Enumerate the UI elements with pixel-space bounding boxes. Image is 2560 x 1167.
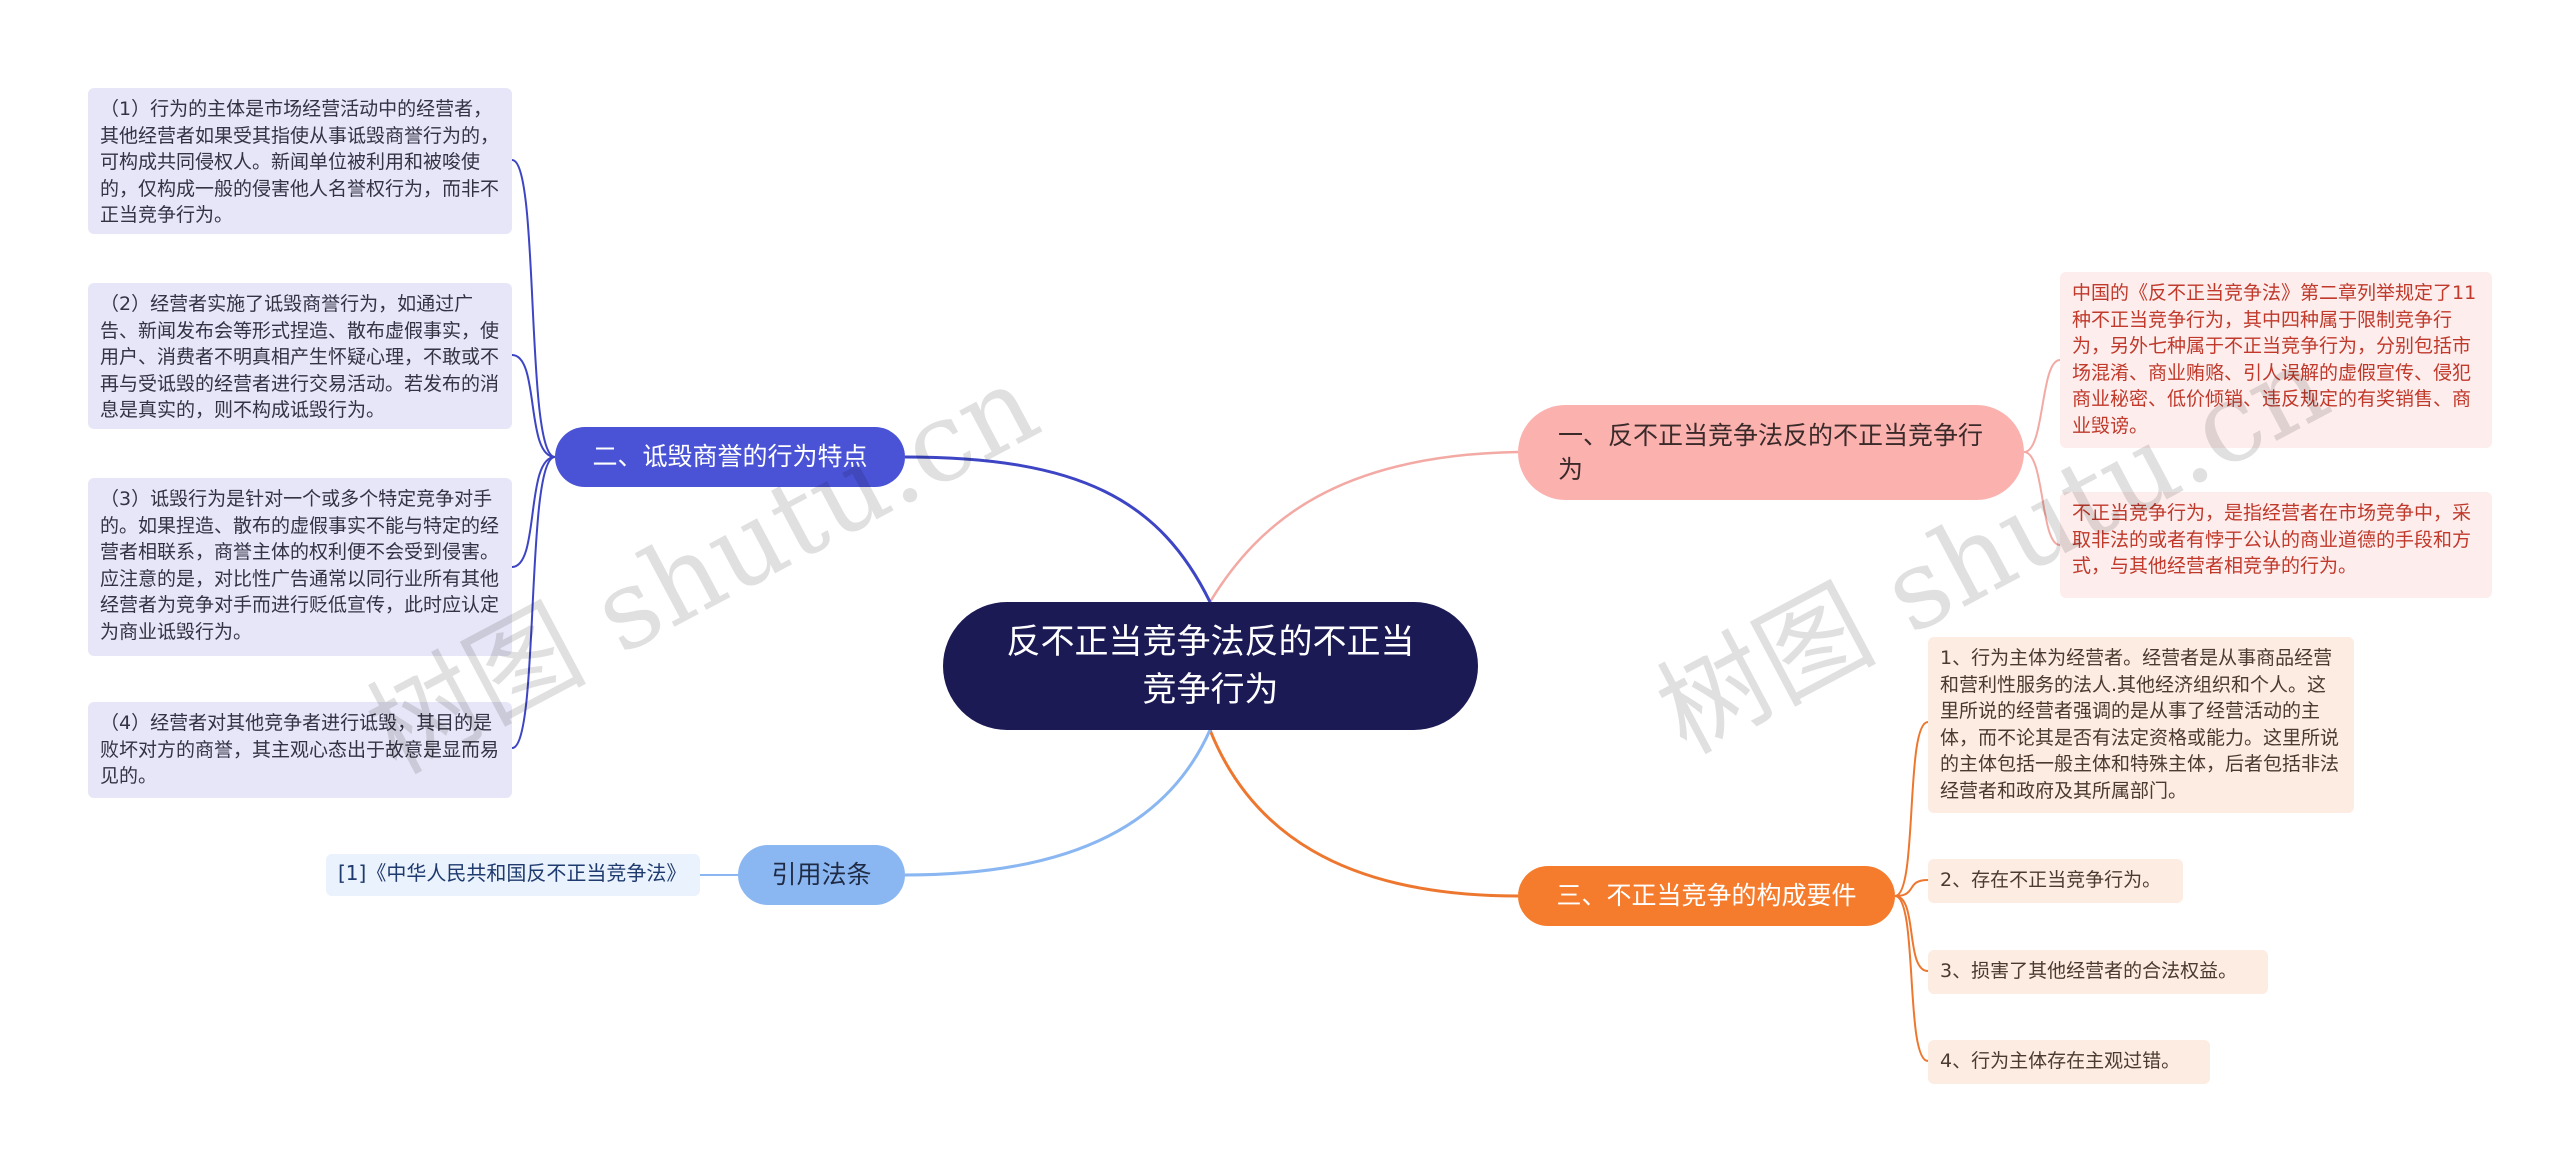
leaf-b4-1[interactable]: [1]《中华人民共和国反不正当竞争法》	[326, 854, 700, 896]
leaf-b3-3[interactable]: 3、损害了其他经营者的合法权益。	[1928, 950, 2268, 994]
leaf-b2-2[interactable]: （2）经营者实施了诋毁商誉行为，如通过广告、新闻发布会等形式捏造、散布虚假事实，…	[88, 283, 512, 429]
leaf-b2-3[interactable]: （3）诋毁行为是针对一个或多个特定竞争对手的。如果捏造、散布的虚假事实不能与特定…	[88, 478, 512, 656]
branch-defamation-features[interactable]: 二、诋毁商誉的行为特点	[555, 427, 905, 487]
link-root-b4	[904, 729, 1212, 877]
leaf-text: 2、存在不正当竞争行为。	[1940, 869, 2162, 891]
leaf-b1-1[interactable]: 中国的《反不正当竞争法》第二章列举规定了11种不正当竞争行为，其中四种属于限制竞…	[2060, 272, 2492, 448]
leaf-text: 4、行为主体存在主观过错。	[1940, 1050, 2181, 1072]
link-root-b3	[1208, 729, 1519, 898]
leaf-text: （2）经营者实施了诋毁商誉行为，如通过广告、新闻发布会等形式捏造、散布虚假事实，…	[100, 293, 500, 421]
branch-label: 一、反不正当竞争法反的不正当竞争行为	[1558, 420, 1984, 484]
link-b3-leaf3	[1894, 895, 1929, 972]
leaf-text: 中国的《反不正当竞争法》第二章列举规定了11种不正当竞争行为，其中四种属于限制竞…	[2072, 282, 2477, 437]
leaf-text: （4）经营者对其他竞争者进行诋毁，其目的是败坏对方的商誉，其主观心态出于故意是显…	[100, 712, 500, 787]
branch-label: 二、诋毁商誉的行为特点	[592, 442, 868, 471]
link-b2-leaf1	[511, 159, 556, 458]
link-b3-leaf2	[1894, 879, 1929, 897]
leaf-b3-2[interactable]: 2、存在不正当竞争行为。	[1928, 859, 2183, 903]
link-b1-leaf2	[2023, 451, 2061, 546]
link-b3-leaf1	[1894, 721, 1929, 897]
leaf-b3-1[interactable]: 1、行为主体为经营者。经营者是从事商品经营和营利性服务的法人.其他经济组织和个人…	[1928, 637, 2354, 813]
branch-constituent-elements[interactable]: 三、不正当竞争的构成要件	[1518, 866, 1895, 926]
link-b2-leaf3	[511, 456, 556, 568]
leaf-text: [1]《中华人民共和国反不正当竞争法》	[338, 861, 687, 885]
leaf-b1-2[interactable]: 不正当竞争行为，是指经营者在市场竞争中，采取非法的或者有悖于公认的商业道德的手段…	[2060, 492, 2492, 598]
link-b3-leaf4	[1894, 895, 1929, 1062]
branch-label: 三、不正当竞争的构成要件	[1556, 881, 1857, 910]
leaf-text: （3）诋毁行为是针对一个或多个特定竞争对手的。如果捏造、散布的虚假事实不能与特定…	[100, 488, 500, 643]
link-b2-leaf4	[511, 456, 556, 749]
leaf-text: 不正当竞争行为，是指经营者在市场竞争中，采取非法的或者有悖于公认的商业道德的手段…	[2072, 502, 2472, 577]
leaf-b2-1[interactable]: （1）行为的主体是市场经营活动中的经营者，其他经营者如果受其指使从事诋毁商誉行为…	[88, 88, 512, 234]
link-root-b1	[1208, 450, 1519, 603]
leaf-b3-4[interactable]: 4、行为主体存在主观过错。	[1928, 1040, 2210, 1084]
branch-label: 引用法条	[771, 860, 872, 889]
leaf-text: （1）行为的主体是市场经营活动中的经营者，其他经营者如果受其指使从事诋毁商誉行为…	[100, 98, 500, 226]
root-topic[interactable]: 反不正当竞争法反的不正当竞争行为	[943, 602, 1478, 730]
leaf-b2-4[interactable]: （4）经营者对其他竞争者进行诋毁，其目的是败坏对方的商誉，其主观心态出于故意是显…	[88, 702, 512, 798]
link-b1-leaf1	[2023, 359, 2061, 453]
branch-unfair-competition-acts[interactable]: 一、反不正当竞争法反的不正当竞争行为	[1518, 405, 2024, 500]
root-topic-label: 反不正当竞争法反的不正当竞争行为	[1006, 622, 1415, 710]
leaf-text: 1、行为主体为经营者。经营者是从事商品经营和营利性服务的法人.其他经济组织和个人…	[1940, 647, 2340, 802]
branch-cited-laws[interactable]: 引用法条	[738, 845, 905, 905]
leaf-text: 3、损害了其他经营者的合法权益。	[1940, 960, 2238, 982]
link-root-b2	[904, 455, 1212, 603]
link-b2-leaf2	[511, 354, 556, 458]
